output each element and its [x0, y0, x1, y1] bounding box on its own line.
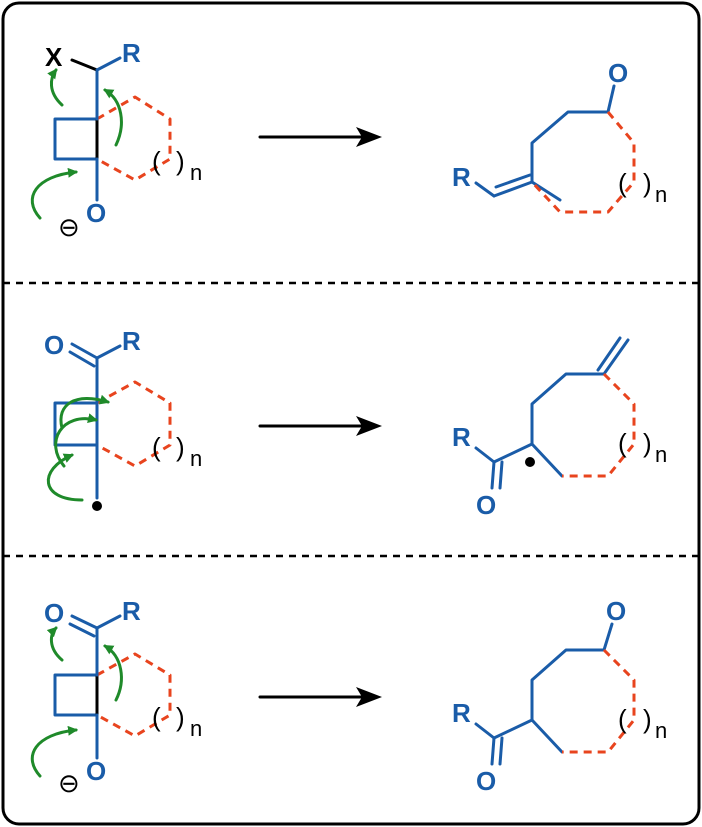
paren-open: (: [152, 702, 161, 732]
n-label: n: [655, 718, 667, 743]
product-chain: [530, 110, 610, 202]
curved-arrow-3: [30, 167, 78, 220]
curved-arrow-1: [46, 453, 84, 502]
exocyclic-alkene-2: [494, 173, 532, 189]
n-label: n: [190, 160, 202, 185]
r-label: R: [452, 162, 471, 192]
n-label: n: [655, 182, 667, 207]
carbonyl-bond: [606, 84, 616, 114]
product-chain: [530, 648, 606, 754]
panel-1-product: O R ( ) n: [452, 58, 667, 214]
bond-r: [95, 344, 122, 360]
radical-dot: [525, 457, 535, 467]
paren-open: (: [618, 168, 627, 198]
curved-arrow-2: [54, 413, 98, 468]
o-label: O: [44, 330, 64, 360]
o-label: O: [476, 490, 496, 520]
bond-r: [474, 446, 496, 464]
panel-1: X R O ⊖ ( ) n O R ( ) n: [30, 38, 667, 242]
o-label: O: [606, 596, 626, 626]
negative-charge: ⊖: [58, 768, 80, 798]
curved-arrow-3: [30, 725, 78, 778]
bond-acyl: [492, 442, 534, 464]
carbonyl-c-o-2: [68, 622, 96, 638]
cyclobutane-ring: [53, 673, 99, 717]
paren-close: ): [176, 702, 185, 732]
curved-arrow-1: [47, 68, 64, 107]
panel-3: O R O ⊖ ( ) n O R O ( ) n: [30, 596, 667, 798]
o-label: O: [44, 598, 64, 628]
exo-methylene: [602, 338, 630, 376]
paren-open: (: [152, 146, 161, 176]
r-label: R: [122, 596, 141, 626]
cyclobutane-ring: [53, 117, 99, 161]
paren-open: (: [152, 432, 161, 462]
exocyclic-alkene: [492, 180, 534, 198]
panel-2: O R ( ) n R O ( ) n: [44, 326, 667, 520]
dashed-ring: [96, 95, 172, 182]
r-label: R: [122, 38, 141, 68]
carbonyl-bond: [490, 460, 496, 490]
o2-label: O: [476, 766, 496, 796]
panel-3-reactant: O R O ⊖ ( ) n: [30, 596, 202, 798]
curved-arrow-2: [103, 644, 123, 702]
n-label: n: [190, 446, 202, 471]
carbonyl-c-o-2: [68, 350, 96, 368]
curved-arrow-1: [46, 626, 64, 662]
carbonyl-bond: [490, 736, 496, 766]
paren-close: ): [643, 428, 652, 458]
o-label: O: [86, 198, 106, 228]
radical-dot: [92, 501, 102, 511]
paren-close: ): [176, 146, 185, 176]
bond-r: [95, 614, 122, 630]
o-label: O: [608, 58, 628, 88]
n-label: n: [655, 442, 667, 467]
paren-open: (: [618, 428, 627, 458]
reaction-arrow-1-head: [356, 127, 382, 147]
panel-3-product: O R O ( ) n: [452, 596, 667, 796]
panel-2-reactant: O R ( ) n: [44, 326, 202, 511]
r-label: R: [452, 422, 471, 452]
carbonyl-bond-2: [498, 736, 504, 766]
dashed-ring: [530, 111, 636, 214]
carbonyl-c-o: [70, 342, 99, 360]
x-label: X: [45, 42, 63, 72]
paren-open: (: [618, 704, 627, 734]
bond-r: [474, 181, 496, 198]
curved-arrow-3: [59, 394, 110, 430]
r-label: R: [122, 326, 141, 356]
dashed-ring: [562, 372, 636, 478]
bond-x: [70, 58, 99, 72]
paren-close: ): [643, 704, 652, 734]
o2-label: O: [86, 756, 106, 786]
reaction-arrow-3-head: [356, 687, 382, 707]
panel-2-product: R O ( ) n: [452, 336, 667, 520]
r-label: R: [452, 698, 471, 728]
curved-arrow-2: [103, 88, 123, 147]
bond-r: [474, 722, 496, 740]
paren-close: ): [643, 168, 652, 198]
bond-r: [95, 56, 122, 72]
ketone-bond: [602, 622, 614, 652]
n-label: n: [190, 716, 202, 741]
negative-charge: ⊖: [58, 212, 80, 242]
cyclobutane-ring: [53, 401, 99, 447]
exo-methylene-2: [596, 336, 622, 372]
carbonyl-bond-2: [498, 460, 504, 490]
panel-1-reactant: X R O ⊖ ( ) n: [30, 38, 202, 242]
paren-close: ): [176, 432, 185, 462]
bond-acyl: [492, 718, 534, 740]
reaction-arrow-2-head: [356, 416, 382, 436]
carbonyl-c-o: [70, 614, 99, 630]
product-chain: [530, 372, 606, 478]
dashed-ring: [562, 648, 636, 754]
dashed-ring: [96, 652, 172, 738]
dashed-ring: [96, 380, 172, 468]
